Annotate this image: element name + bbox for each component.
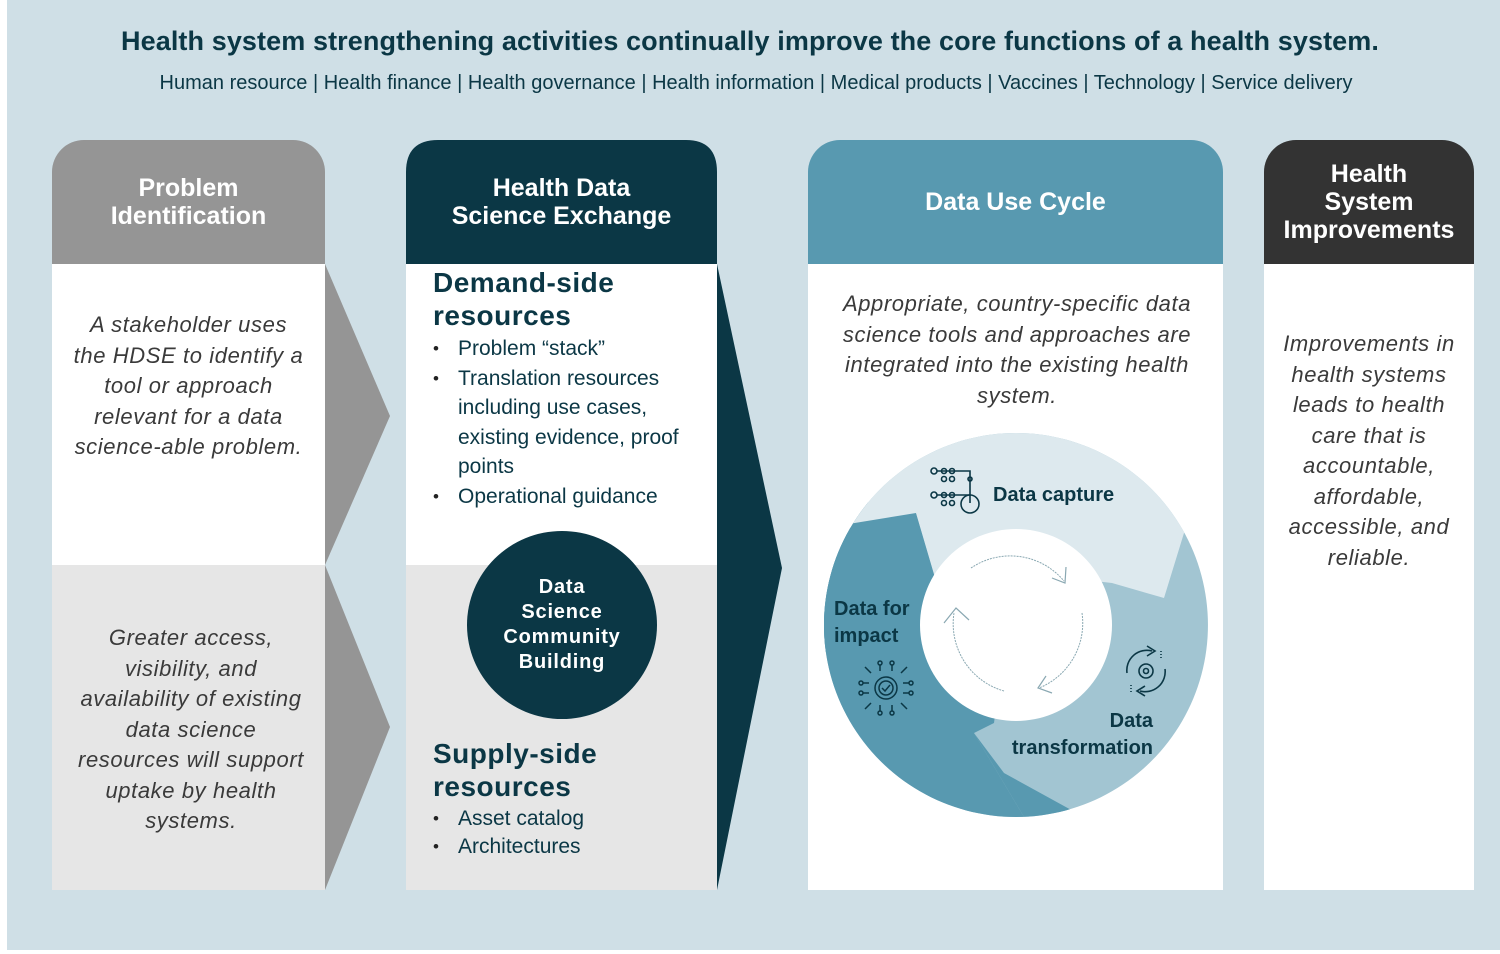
header-line: System: [1324, 188, 1414, 216]
page-title: Health system strengthening activities c…: [120, 26, 1379, 56]
list-item: Asset catalog: [433, 805, 713, 833]
list-item: Architectures: [433, 833, 713, 861]
title-line: Demand-side: [433, 267, 615, 298]
title-line: resources: [433, 300, 572, 331]
improvements-header: Health System Improvements: [1264, 140, 1474, 264]
header-line: Health: [1330, 160, 1408, 188]
data-use-cycle-header: Data Use Cycle: [808, 140, 1223, 264]
list-item: Problem “stack”: [433, 334, 713, 364]
problem-top-text: A stakeholder uses the HDSE to identify …: [73, 312, 304, 459]
hdse-header: Health Data Science Exchange: [406, 140, 717, 264]
label-line: impact: [834, 625, 899, 647]
title-line: resources: [433, 771, 572, 802]
label-line: Data: [1109, 710, 1153, 732]
demand-side-list: Problem “stack” Translation resources in…: [433, 334, 713, 511]
list-item: Translation resources including use case…: [433, 364, 713, 482]
list-item: Operational guidance: [433, 482, 713, 512]
header-line: Identification: [110, 202, 267, 230]
improvements-panel: [1264, 264, 1474, 890]
demand-side-title: Demand-side resources: [433, 266, 713, 332]
data-use-cycle-text: Appropriate, country-specific data scien…: [842, 291, 1192, 408]
data-transformation-label: Data transformation: [1005, 708, 1153, 762]
data-for-impact-label: Data for impact: [834, 596, 910, 650]
circle-line: Data: [538, 576, 586, 598]
improvements-text: Improvements in health systems leads to …: [1283, 331, 1455, 570]
circuit-check-icon: [858, 660, 914, 716]
chevron-arrows-icon: [325, 264, 390, 890]
network-nodes-icon: [930, 467, 980, 514]
header-line: Health Data: [492, 174, 631, 202]
header-line: Problem: [138, 174, 239, 202]
demand-side-section: Demand-side resources Problem “stack” Tr…: [433, 266, 713, 511]
circle-line: Building: [518, 651, 606, 673]
problem-identification-header: Problem Identification: [52, 140, 325, 264]
label-line: transformation: [1011, 737, 1153, 759]
problem-bottom-panel: [52, 565, 325, 890]
circle-line: Community: [503, 626, 621, 648]
data-capture-label: Data capture: [993, 484, 1115, 506]
circle-line: Science: [521, 601, 603, 623]
data-use-cycle-ring: [824, 433, 1208, 817]
core-functions-list: Human resource | Health finance | Health…: [159, 72, 1353, 94]
problem-top-panel: [52, 264, 325, 565]
title-line: Supply-side: [433, 738, 598, 769]
label-line: Data for: [834, 598, 910, 620]
refresh-gear-icon: [1126, 645, 1166, 697]
header-line: Science Exchange: [451, 202, 672, 230]
supply-side-title: Supply-side resources: [433, 737, 713, 803]
header-line: Improvements: [1283, 216, 1455, 244]
supply-side-section: Supply-side resources Asset catalog Arch…: [433, 737, 713, 861]
problem-bottom-text: Greater access, visibility, and availabi…: [78, 625, 304, 833]
community-building-circle: Data Science Community Building: [467, 531, 657, 719]
supply-side-list: Asset catalog Architectures: [433, 805, 713, 861]
